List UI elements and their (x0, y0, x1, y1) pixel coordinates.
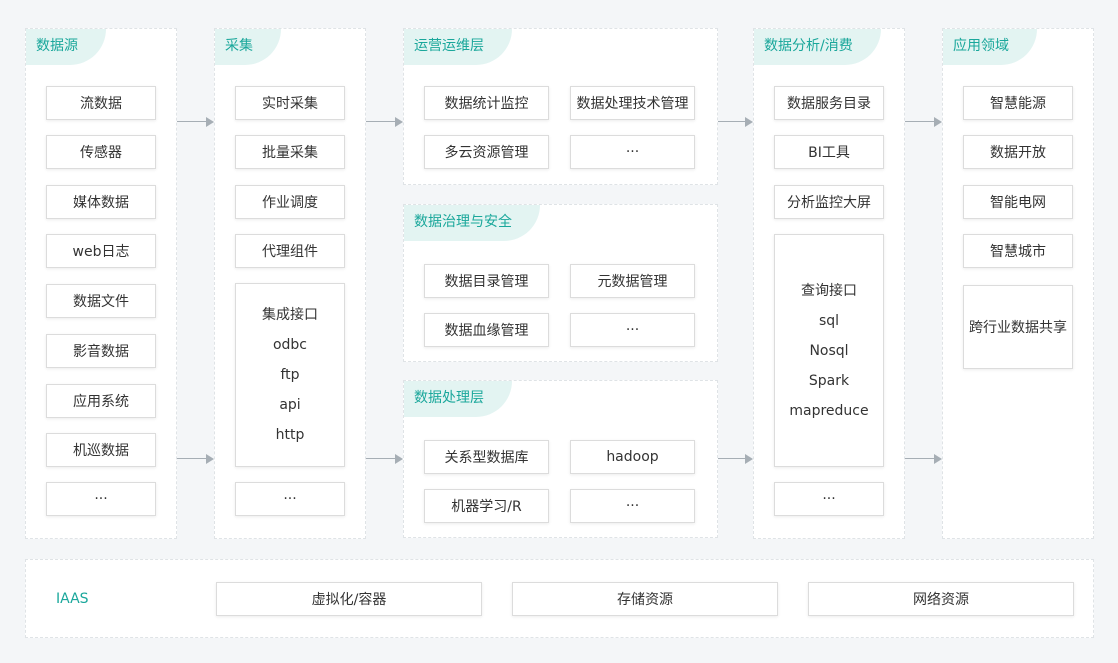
data-source-panel: 数据源 流数据 传感器 媒体数据 web日志 数据文件 影音数据 应用系统 机巡… (25, 28, 177, 539)
processing-panel: 数据处理层 关系型数据库 hadoop 机器学习/R ··· (403, 380, 718, 538)
governance-title: 数据治理与安全 (404, 205, 540, 241)
arrow-analysis-to-application-top (905, 117, 942, 127)
source-item-sensor[interactable]: 传感器 (46, 135, 156, 169)
analysis-panel: 数据分析/消费 数据服务目录 BI工具 分析监控大屏 查询接口 sql Nosq… (753, 28, 905, 539)
arrow-collect-to-processing (366, 454, 403, 464)
collect-panel: 采集 实时采集 批量采集 作业调度 代理组件 集成接口 odbc ftp api… (214, 28, 366, 539)
collect-interface-odbc: odbc (272, 337, 308, 353)
collect-interface-http: http (275, 427, 305, 443)
governance-item-more[interactable]: ··· (570, 313, 695, 347)
processing-item-more[interactable]: ··· (570, 489, 695, 523)
collect-interface-ftp: ftp (280, 367, 300, 383)
collect-item-batch[interactable]: 批量采集 (235, 135, 345, 169)
analysis-query-title: 查询接口 (801, 282, 857, 299)
iaas-label: IAAS (56, 591, 89, 607)
source-item-media[interactable]: 媒体数据 (46, 185, 156, 219)
governance-panel: 数据治理与安全 数据目录管理 元数据管理 数据血缘管理 ··· (403, 204, 718, 362)
governance-item-catalog[interactable]: 数据目录管理 (424, 264, 549, 298)
source-item-more[interactable]: ··· (46, 482, 156, 516)
source-item-weblog[interactable]: web日志 (46, 234, 156, 268)
application-panel: 应用领域 智慧能源 数据开放 智能电网 智慧城市 跨行业数据共享 (942, 28, 1094, 539)
arrow-analysis-to-application-bottom (905, 454, 942, 464)
analysis-query-nosql: Nosql (809, 342, 849, 359)
ops-title: 运营运维层 (404, 29, 512, 65)
arrow-source-to-collect-bottom (177, 454, 214, 464)
collect-item-scheduling[interactable]: 作业调度 (235, 185, 345, 219)
governance-item-metadata[interactable]: 元数据管理 (570, 264, 695, 298)
arrow-collect-to-ops (366, 117, 403, 127)
ops-item-more[interactable]: ··· (570, 135, 695, 169)
ops-item-tech-manage[interactable]: 数据处理技术管理 (570, 86, 695, 120)
analysis-query-box[interactable]: 查询接口 sql Nosql Spark mapreduce (774, 234, 884, 467)
analysis-item-bi[interactable]: BI工具 (774, 135, 884, 169)
processing-item-hadoop[interactable]: hadoop (570, 440, 695, 474)
application-item-smart-grid[interactable]: 智能电网 (963, 185, 1073, 219)
source-item-av[interactable]: 影音数据 (46, 334, 156, 368)
analysis-query-mapreduce: mapreduce (789, 402, 869, 419)
processing-title: 数据处理层 (404, 381, 512, 417)
application-item-energy[interactable]: 智慧能源 (963, 86, 1073, 120)
iaas-item-virtualization[interactable]: 虚拟化/容器 (216, 582, 482, 616)
iaas-panel: IAAS 虚拟化/容器 存储资源 网络资源 (25, 559, 1094, 638)
source-item-patrol[interactable]: 机巡数据 (46, 433, 156, 467)
analysis-query-sql: sql (818, 312, 840, 329)
ops-item-stat-monitor[interactable]: 数据统计监控 (424, 86, 549, 120)
collect-interface-title: 集成接口 (262, 307, 318, 323)
ops-item-multicloud[interactable]: 多云资源管理 (424, 135, 549, 169)
processing-item-rdb[interactable]: 关系型数据库 (424, 440, 549, 474)
collect-interface-box[interactable]: 集成接口 odbc ftp api http (235, 283, 345, 467)
governance-item-lineage[interactable]: 数据血缘管理 (424, 313, 549, 347)
analysis-title: 数据分析/消费 (754, 29, 881, 65)
application-title: 应用领域 (943, 29, 1037, 65)
iaas-item-storage[interactable]: 存储资源 (512, 582, 778, 616)
source-item-file[interactable]: 数据文件 (46, 284, 156, 318)
collect-title: 采集 (215, 29, 281, 65)
arrow-source-to-collect-top (177, 117, 214, 127)
collect-item-realtime[interactable]: 实时采集 (235, 86, 345, 120)
application-item-cross-industry[interactable]: 跨行业数据共享 (963, 285, 1073, 369)
arrow-ops-to-analysis (718, 117, 753, 127)
iaas-item-network[interactable]: 网络资源 (808, 582, 1074, 616)
data-source-title: 数据源 (26, 29, 106, 65)
application-item-smart-city[interactable]: 智慧城市 (963, 234, 1073, 268)
analysis-item-service-catalog[interactable]: 数据服务目录 (774, 86, 884, 120)
arrow-processing-to-analysis (718, 454, 753, 464)
processing-item-ml[interactable]: 机器学习/R (424, 489, 549, 523)
analysis-query-spark: Spark (808, 372, 850, 389)
ops-panel: 运营运维层 数据统计监控 数据处理技术管理 多云资源管理 ··· (403, 28, 718, 185)
collect-interface-api: api (279, 397, 301, 413)
source-item-app-system[interactable]: 应用系统 (46, 384, 156, 418)
application-item-open-data[interactable]: 数据开放 (963, 135, 1073, 169)
analysis-item-more[interactable]: ··· (774, 482, 884, 516)
source-item-stream[interactable]: 流数据 (46, 86, 156, 120)
collect-item-agent[interactable]: 代理组件 (235, 234, 345, 268)
analysis-item-dashboard[interactable]: 分析监控大屏 (774, 185, 884, 219)
collect-item-more[interactable]: ··· (235, 482, 345, 516)
